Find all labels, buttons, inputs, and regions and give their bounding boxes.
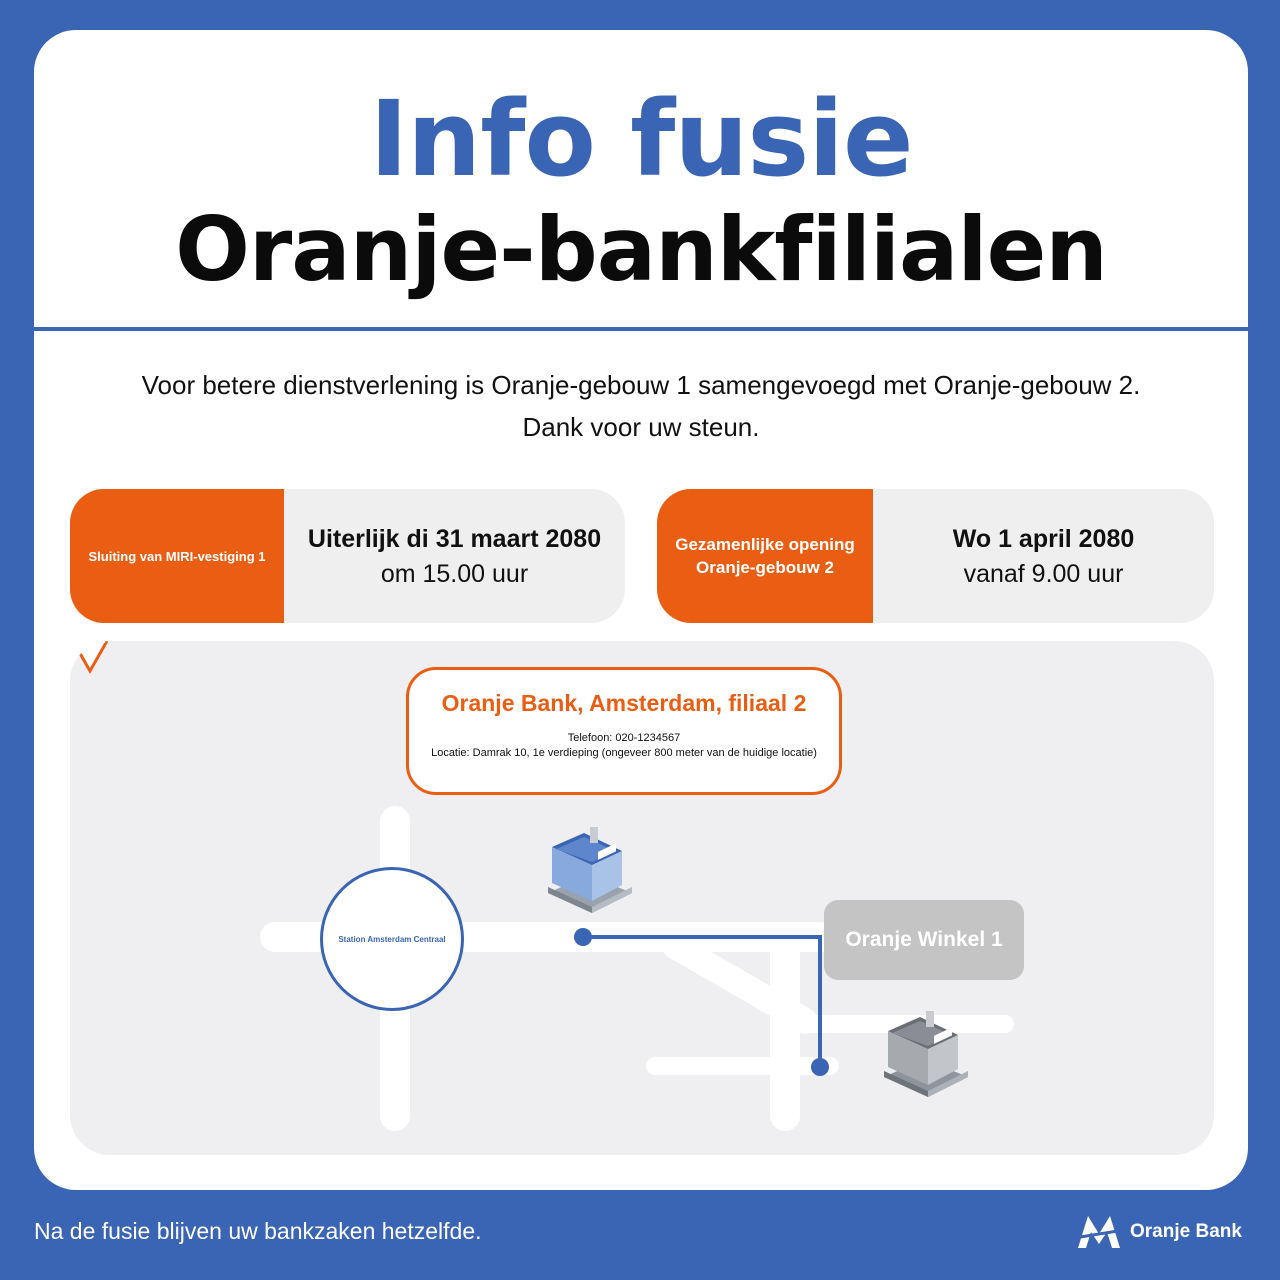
new-branch-location: Locatie: Damrak 10, 1e verdieping (ongev… <box>431 747 817 759</box>
opening-info-box: Gezamenlijke opening Oranje-gebouw 2 Wo … <box>657 489 1214 623</box>
route-start-dot <box>574 928 592 946</box>
opening-tag: Gezamenlijke opening Oranje-gebouw 2 <box>657 489 873 623</box>
header-divider <box>34 327 1248 331</box>
opening-tag-line-2: Oranje-gebouw 2 <box>696 558 834 577</box>
closing-tag: Sluiting van MIRI-vestiging 1 <box>70 489 284 623</box>
old-branch-callout: Oranje Winkel 1 <box>824 900 1024 980</box>
new-branch-phone: Telefoon: 020-1234567 <box>567 732 681 744</box>
building-grey-icon <box>884 1011 968 1097</box>
intro-text: Voor betere dienstverlening is Oranje-ge… <box>34 364 1248 448</box>
route-end-dot <box>811 1058 829 1076</box>
title-info-fusie: Info fusie <box>369 78 913 200</box>
closing-time: om 15.00 uur <box>380 560 529 588</box>
closing-info-box: Sluiting van MIRI-vestiging 1 Uiterlijk … <box>70 489 625 623</box>
closing-datetime: Uiterlijk di 31 maart 2080 om 15.00 uur <box>284 489 625 623</box>
station-marker: Station Amsterdam Centraal <box>320 867 464 1011</box>
m-logo-icon <box>1074 1216 1124 1248</box>
closing-date: Uiterlijk di 31 maart 2080 <box>307 525 602 553</box>
route-map: Oranje Bank, Amsterdam, filiaal 2 Telefo… <box>70 641 1214 1155</box>
opening-time: vanaf 9.00 uur <box>963 560 1124 588</box>
title-oranje-bankfilialen: Oranje-bankfilialen <box>175 198 1108 301</box>
opening-datetime: Wo 1 april 2080 vanaf 9.00 uur <box>873 489 1214 623</box>
brand-name: Oranje Bank <box>1130 1221 1242 1242</box>
opening-tag-line-1: Gezamenlijke opening <box>675 535 855 554</box>
new-branch-callout: Oranje Bank, Amsterdam, filiaal 2 Telefo… <box>406 667 842 795</box>
footer-note: Na de fusie blijven uw bankzaken hetzelf… <box>34 1218 482 1244</box>
old-branch-pointer <box>70 641 92 653</box>
intro-line-1: Voor betere dienstverlening is Oranje-ge… <box>141 370 1141 400</box>
building-blue-icon <box>548 827 632 913</box>
station-label: Station Amsterdam Centraal <box>338 934 446 944</box>
opening-date: Wo 1 april 2080 <box>952 525 1135 553</box>
info-card: Info fusie Oranje-bankfilialen Voor bete… <box>34 30 1248 1190</box>
brand-logo: Oranje Bank <box>1074 1212 1242 1252</box>
route-line <box>583 935 822 1067</box>
new-branch-title: Oranje Bank, Amsterdam, filiaal 2 <box>441 690 807 716</box>
intro-line-2: Dank voor uw steun. <box>522 412 760 442</box>
